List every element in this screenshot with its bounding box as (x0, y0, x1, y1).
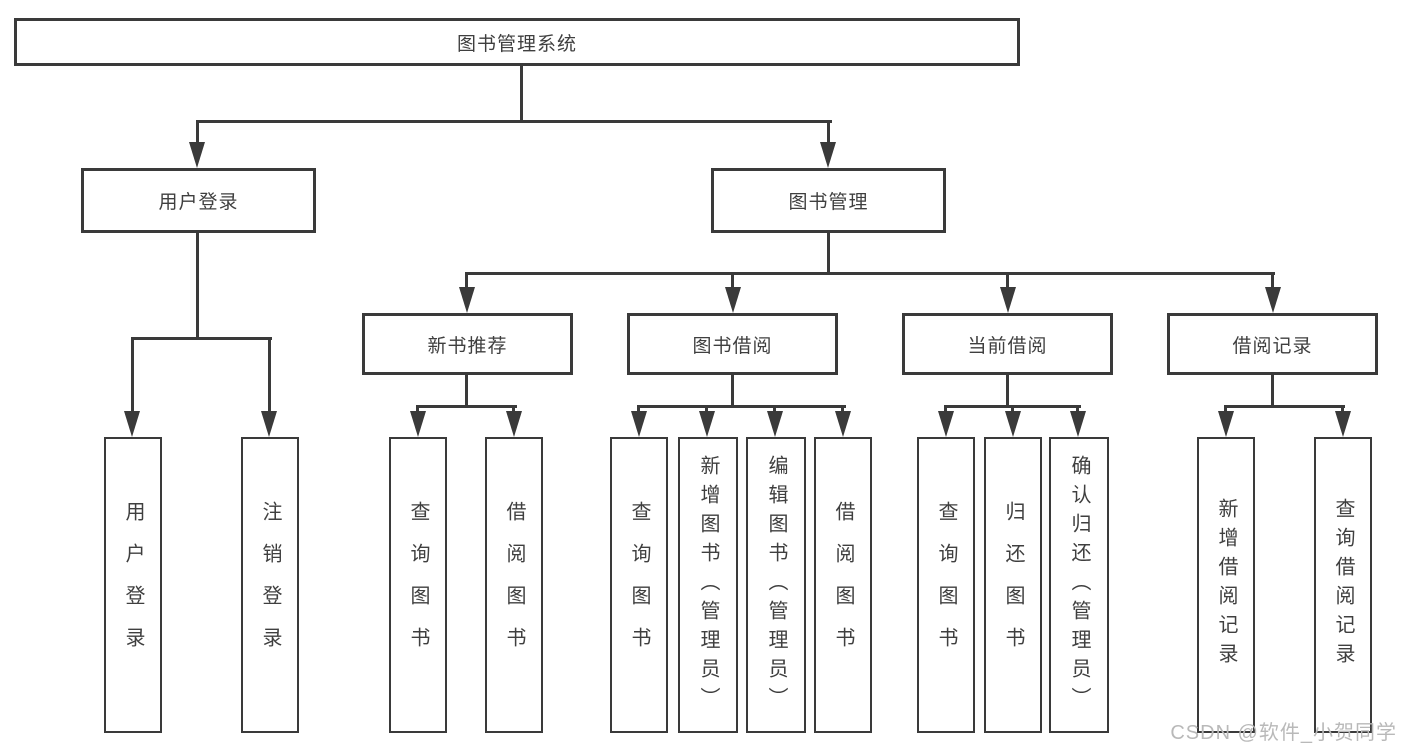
node-label: 借阅记录 (1232, 335, 1313, 357)
node-label: 图书管理系统 (456, 33, 577, 55)
node-label: 图书管理 (788, 192, 869, 213)
arrow-down-icon (1218, 411, 1234, 437)
node-label: 查询图书 (628, 501, 650, 669)
leaf-add-borrow-record: 新增借阅记录 (1197, 437, 1255, 733)
leaf-user-login: 用户登录 (104, 437, 162, 733)
leaf-query-books-recommend: 查询图书 (389, 437, 447, 733)
arrow-down-icon (1335, 411, 1351, 437)
connector-line (131, 337, 134, 413)
connector-line (465, 375, 468, 407)
arrow-down-icon (1000, 287, 1016, 313)
node-user-login: 用户登录 (81, 168, 316, 233)
connector-line (196, 120, 832, 123)
arrow-down-icon (699, 411, 715, 437)
arrow-down-icon (189, 142, 205, 168)
arrow-down-icon (820, 142, 836, 168)
connector-line (465, 272, 1275, 275)
arrow-down-icon (631, 411, 647, 437)
connector-line (944, 405, 947, 413)
connector-line (1076, 405, 1079, 413)
connector-line (1006, 272, 1009, 289)
connector-line (131, 337, 272, 340)
arrow-down-icon (1005, 411, 1021, 437)
node-label: 查询图书 (407, 501, 429, 669)
node-label: 当前借阅 (967, 335, 1048, 357)
connector-line (827, 120, 830, 144)
connector-line (1011, 405, 1014, 413)
node-label: 新增图书（管理员） (697, 454, 719, 716)
node-label: 归还图书 (1002, 501, 1024, 669)
arrow-down-icon (124, 411, 140, 437)
leaf-query-books-current: 查询图书 (917, 437, 975, 733)
connector-line (196, 233, 199, 337)
connector-line (731, 375, 734, 407)
arrow-down-icon (725, 287, 741, 313)
node-label: 借阅图书 (503, 501, 525, 669)
connector-line (773, 405, 776, 413)
arrow-down-icon (1265, 287, 1281, 313)
node-label: 确认归还（管理员） (1068, 454, 1090, 716)
node-label: 用户登录 (122, 501, 144, 669)
connector-line (465, 272, 468, 289)
node-label: 用户登录 (158, 192, 239, 213)
node-label: 新书推荐 (427, 335, 508, 357)
arrow-down-icon (767, 411, 783, 437)
node-label: 编辑图书（管理员） (765, 454, 787, 716)
connector-line (196, 120, 199, 144)
arrow-down-icon (938, 411, 954, 437)
leaf-query-borrow-record: 查询借阅记录 (1314, 437, 1372, 733)
leaf-logout: 注销登录 (241, 437, 299, 733)
connector-line (268, 337, 271, 413)
leaf-borrow-books: 借阅图书 (814, 437, 872, 733)
connector-line (637, 405, 640, 413)
leaf-query-books-borrow: 查询图书 (610, 437, 668, 733)
arrow-down-icon (261, 411, 277, 437)
connector-line (416, 405, 517, 408)
node-label: 图书借阅 (692, 335, 773, 357)
connector-line (1224, 405, 1227, 413)
connector-line (705, 405, 708, 413)
connector-line (1271, 375, 1274, 407)
leaf-confirm-return-admin: 确认归还（管理员） (1049, 437, 1109, 733)
arrow-down-icon (835, 411, 851, 437)
connector-line (637, 405, 846, 408)
connector-line (512, 405, 515, 413)
arrow-down-icon (1070, 411, 1086, 437)
connector-line (827, 233, 830, 275)
leaf-edit-books-admin: 编辑图书（管理员） (746, 437, 806, 733)
node-label: 查询借阅记录 (1332, 498, 1354, 672)
arrow-down-icon (410, 411, 426, 437)
node-borrow-records: 借阅记录 (1167, 313, 1378, 375)
connector-line (1341, 405, 1344, 413)
node-label: 借阅图书 (832, 501, 854, 669)
arrow-down-icon (506, 411, 522, 437)
node-label: 注销登录 (259, 501, 281, 669)
node-label: 查询图书 (935, 501, 957, 669)
node-label: 新增借阅记录 (1215, 498, 1237, 672)
csdn-watermark: CSDN @软件_小贺同学 (1170, 722, 1397, 744)
node-book-borrow: 图书借阅 (627, 313, 838, 375)
connector-line (1224, 405, 1345, 408)
leaf-borrow-books-recommend: 借阅图书 (485, 437, 543, 733)
node-book-management: 图书管理 (711, 168, 946, 233)
leaf-return-books: 归还图书 (984, 437, 1042, 733)
connector-line (520, 66, 523, 123)
connector-line (731, 272, 734, 289)
node-current-borrow: 当前借阅 (902, 313, 1113, 375)
node-new-book-recommend: 新书推荐 (362, 313, 573, 375)
connector-line (841, 405, 844, 413)
connector-line (1271, 272, 1274, 289)
arrow-down-icon (459, 287, 475, 313)
node-root: 图书管理系统 (14, 18, 1020, 66)
connector-line (416, 405, 419, 413)
connector-line (1006, 375, 1009, 407)
leaf-add-books-admin: 新增图书（管理员） (678, 437, 738, 733)
